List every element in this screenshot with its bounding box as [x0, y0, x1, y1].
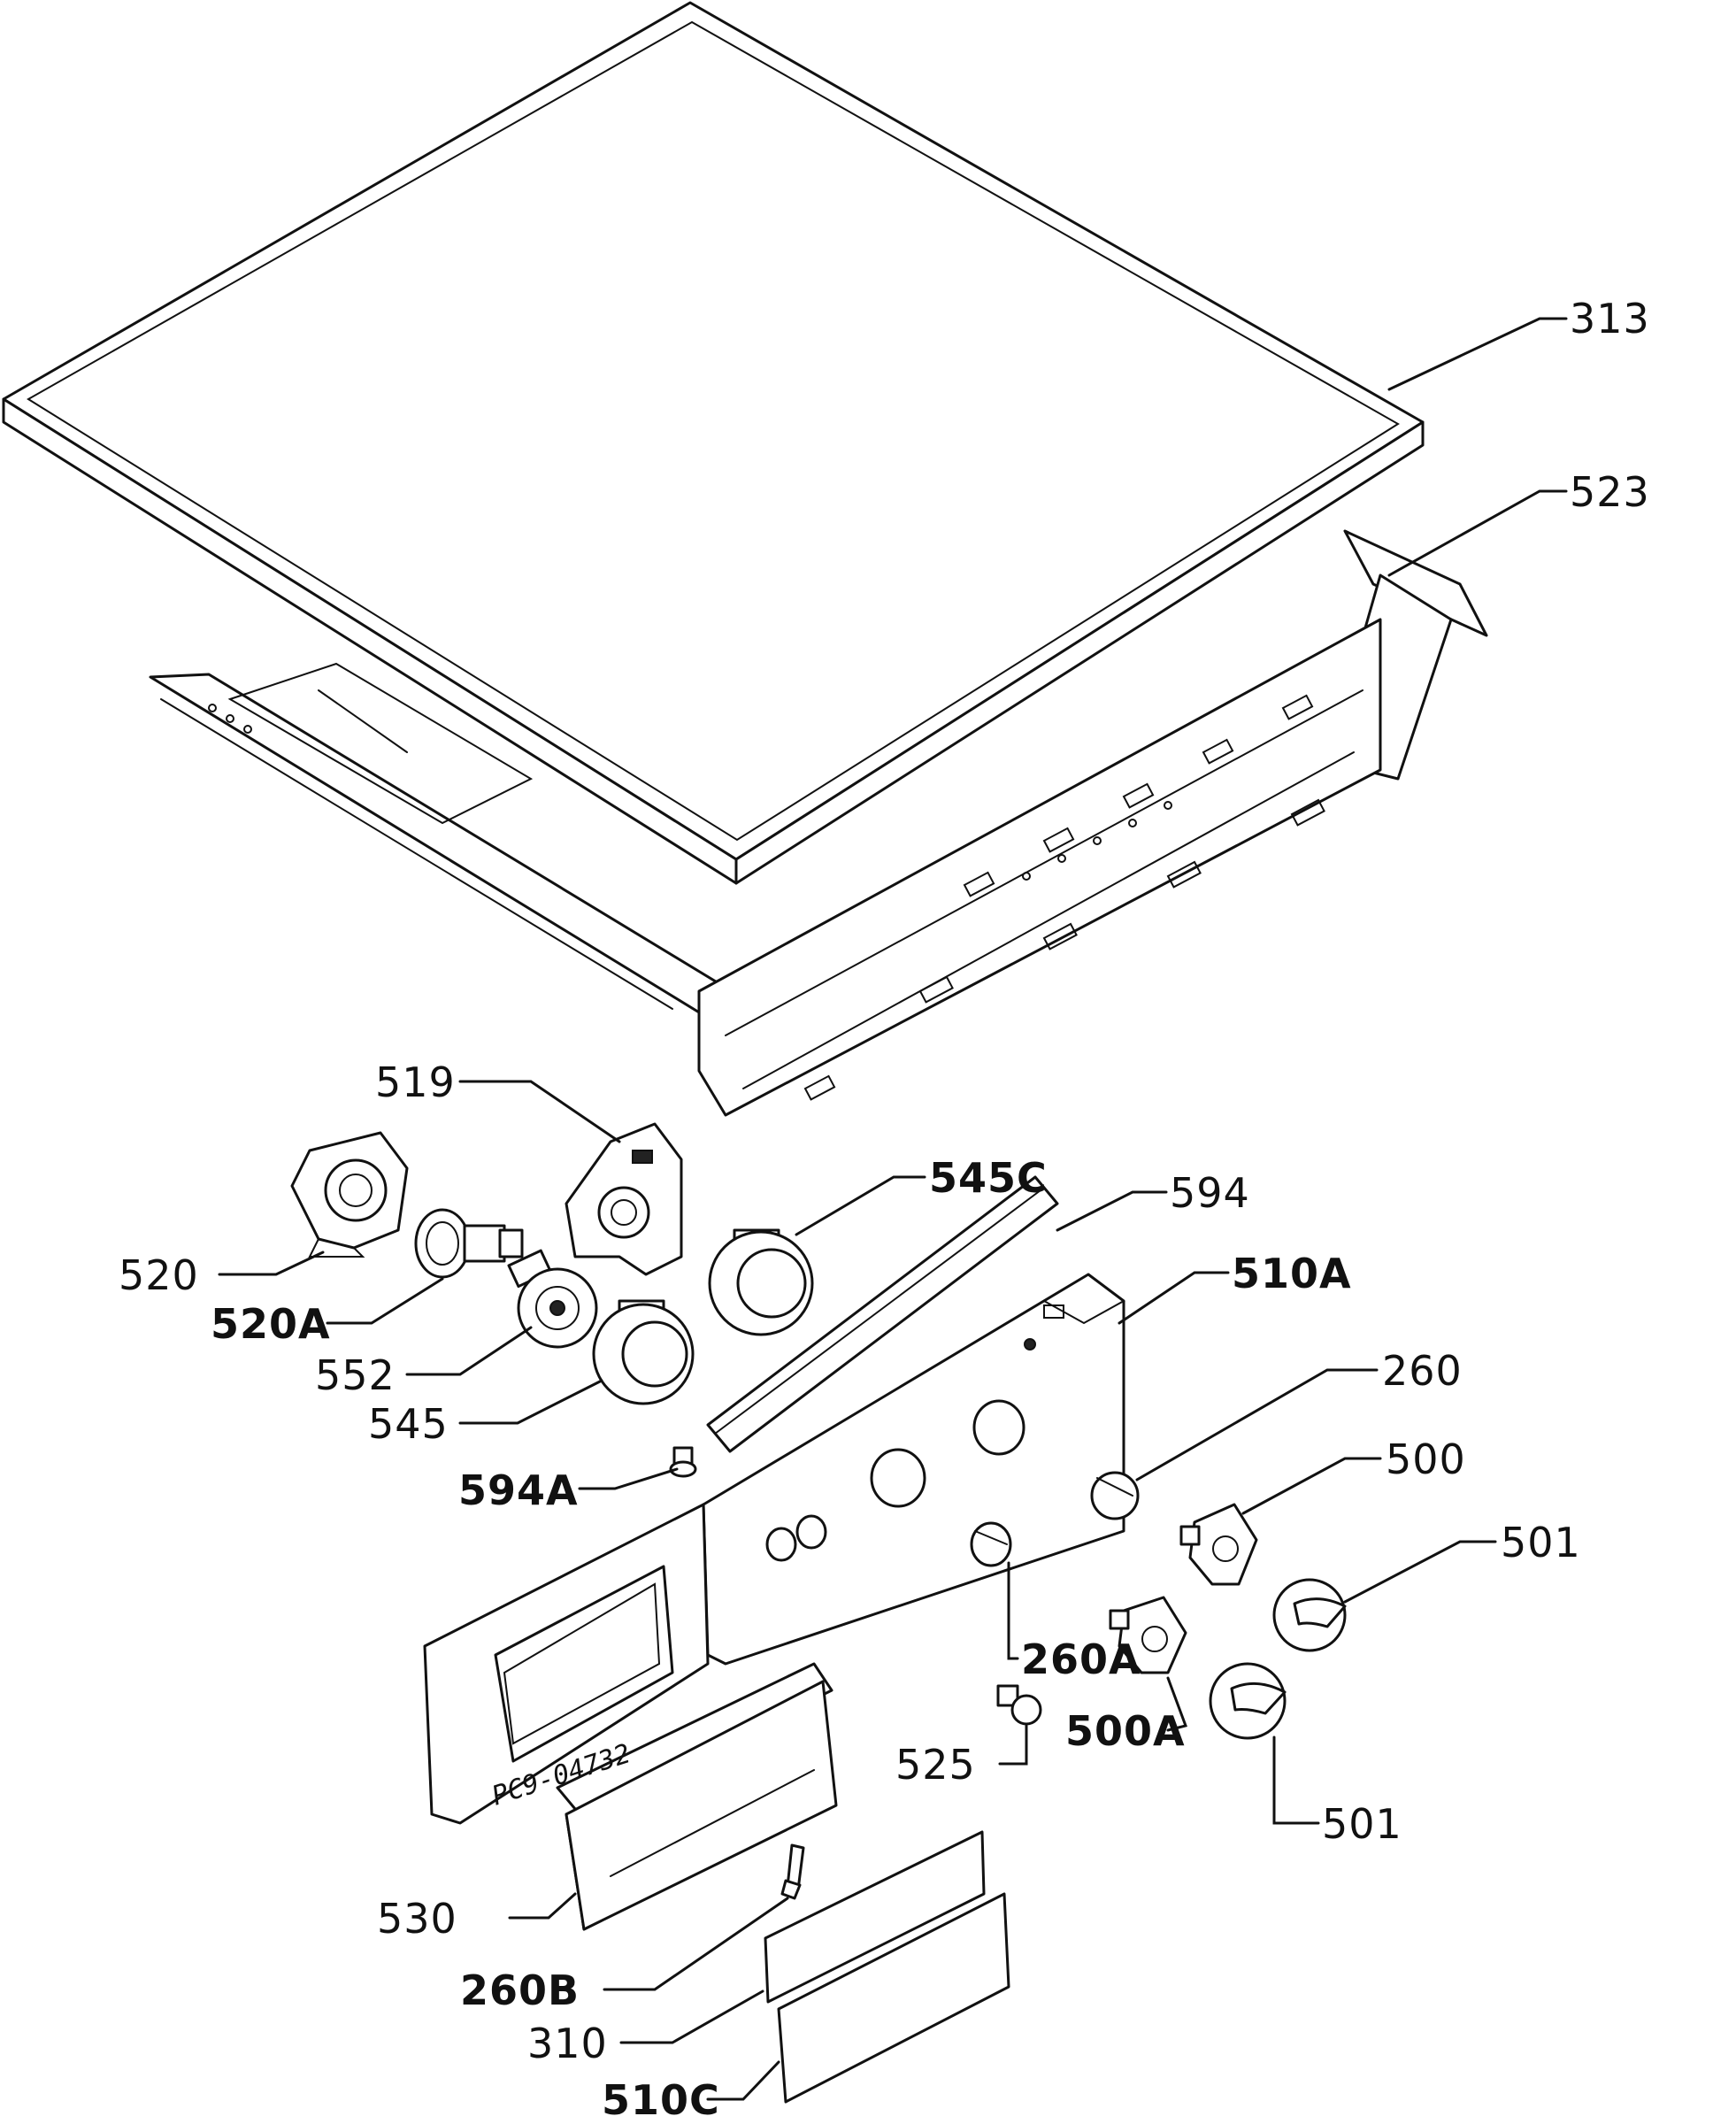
- label-313: 313: [1570, 295, 1650, 342]
- label-530: 530: [377, 1895, 457, 1943]
- part-520-switch: [290, 1131, 409, 1258]
- leader-260A: [1007, 1561, 1019, 1660]
- part-260A-spring: [970, 1521, 1012, 1567]
- label-310: 310: [527, 2020, 608, 2067]
- part-501-knob-top: [1272, 1578, 1347, 1652]
- part-520A-gear: [414, 1208, 524, 1279]
- leader-260: [1135, 1368, 1379, 1481]
- label-520: 520: [119, 1251, 199, 1299]
- leader-523: [1387, 489, 1568, 577]
- leader-594: [1056, 1190, 1168, 1232]
- label-260: 260: [1382, 1347, 1463, 1395]
- label-525: 525: [895, 1741, 976, 1789]
- leader-500A: [1166, 1676, 1187, 1732]
- part-523-frame: [149, 529, 1488, 1117]
- part-594-light-bar: [706, 1175, 1059, 1453]
- part-545C-knob-ring: [708, 1228, 814, 1336]
- part-530-handle: [556, 1662, 838, 1931]
- part-501-knob-bottom: [1209, 1662, 1287, 1740]
- leader-519: [458, 1080, 621, 1143]
- leader-525: [998, 1724, 1028, 1766]
- leader-510A: [1118, 1271, 1230, 1325]
- label-260B: 260B: [460, 1966, 580, 2014]
- label-501-bottom: 501: [1322, 1800, 1402, 1848]
- part-510A-control-panel: [423, 1273, 1125, 1825]
- part-594A-button: [669, 1446, 697, 1478]
- leader-313: [1387, 317, 1568, 391]
- leader-310: [619, 1989, 764, 2044]
- label-500: 500: [1386, 1435, 1466, 1483]
- leader-510C: [706, 2060, 780, 2101]
- label-500A: 500A: [1065, 1707, 1186, 1755]
- leader-501-bottom: [1272, 1735, 1320, 1825]
- leader-530: [508, 1892, 577, 1920]
- part-500-switch: [1179, 1503, 1258, 1586]
- label-594: 594: [1170, 1169, 1250, 1217]
- part-519-bracket: [565, 1122, 683, 1276]
- callout-labels: 313 523 519 520 520A 552 545 545C 594 51…: [119, 295, 1650, 2124]
- leader-552: [405, 1326, 533, 1376]
- label-510C: 510C: [602, 2076, 720, 2124]
- part-313-top-lid: [2, 1, 1425, 885]
- leader-545: [458, 1379, 603, 1425]
- leader-594A: [578, 1467, 679, 1490]
- part-260B-clip: [780, 1843, 805, 1900]
- label-519: 519: [375, 1058, 456, 1106]
- leader-520A: [326, 1277, 444, 1325]
- label-545C: 545C: [929, 1154, 1048, 1202]
- part-310-cover: [764, 1830, 986, 2004]
- label-523: 523: [1570, 468, 1650, 516]
- leader-500: [1241, 1457, 1382, 1515]
- leader-260B: [603, 1897, 789, 1991]
- label-545: 545: [368, 1400, 449, 1448]
- part-525-lamp: [996, 1684, 1042, 1726]
- label-552: 552: [315, 1351, 396, 1399]
- leader-520: [218, 1251, 325, 1276]
- label-501-top: 501: [1501, 1519, 1581, 1566]
- label-510A: 510A: [1232, 1250, 1352, 1297]
- leader-545C: [795, 1175, 926, 1236]
- part-500A-switch: [1109, 1596, 1187, 1674]
- label-520A: 520A: [211, 1300, 331, 1348]
- part-260-spring: [1090, 1471, 1140, 1520]
- part-552-wheel: [507, 1249, 598, 1349]
- leader-501-top: [1343, 1540, 1497, 1604]
- label-260A: 260A: [1021, 1635, 1141, 1683]
- part-510C-front-panel: [777, 1892, 1010, 2104]
- label-594A: 594A: [458, 1466, 579, 1514]
- part-545-knob-ring: [592, 1299, 695, 1405]
- leader-lines: [218, 317, 1568, 2101]
